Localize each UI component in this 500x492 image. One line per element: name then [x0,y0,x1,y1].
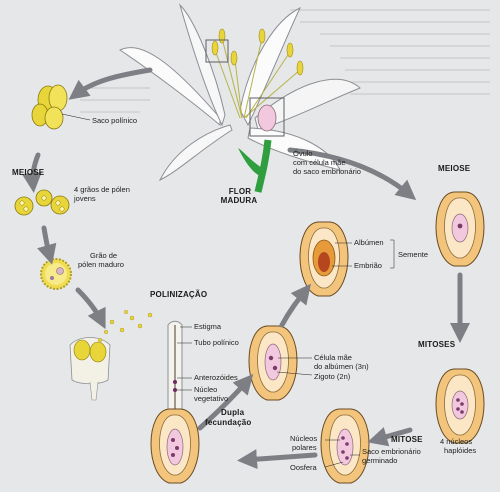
label-nucleo-vegetativo-1: Núcleo [194,385,218,394]
label-graos-jovens-1: 4 grãos de pólen [74,185,130,194]
heading-meiose-right: MEIOSE [438,164,471,173]
heading-polinizacao: POLINIZAÇÃO [150,290,208,299]
fertilized-ovule [248,325,298,401]
label-oosfera: Oosfera [290,463,317,472]
label-nucleos-polares-1: Núcleos [290,434,318,443]
label-grao-maduro-2: pólen maduro [78,260,124,269]
heading-dupla: Dupla [221,408,245,417]
heading-madura: MADURA [220,196,258,205]
label-celula-mae-1: Célula mãe [314,353,352,362]
label-nucleos-haploides-2: haplóides [444,446,477,455]
mature-pollen-grain [40,258,72,290]
heading-mitose: MITOSE [391,435,423,444]
label-saco-germinado-1: Saco embrionário [362,447,421,456]
label-saco-polinico: Saco polínico [92,116,138,125]
label-celula-mae-2: do albúmen (3n) [314,362,369,371]
pistil-pollen-tube [150,320,200,484]
label-grao-maduro-1: Grão de [90,251,118,260]
ovule-mitoses [435,368,485,444]
young-pollen-grains [14,189,70,216]
label-semente: Semente [398,250,429,259]
label-nucleo-vegetativo-2: vegetativo [194,394,229,403]
pollen-sac [31,84,91,130]
label-anterozoides: Anterozóides [194,373,238,382]
label-saco-germinado-2: germinado [362,456,398,465]
label-graos-jovens-2: jovens [74,194,96,203]
label-estigma: Estigma [194,322,222,331]
heading-flor: FLOR [228,187,252,196]
label-zigoto: Zigoto (2n) [314,372,351,381]
label-tubo-polinico: Tubo polínico [194,338,239,347]
label-nucleos-polares-2: polares [292,443,317,452]
label-ovulo-2: com célula mãe [293,158,346,167]
label-ovulo-1: Óvulo [293,149,313,158]
leader-lines [177,239,395,468]
label-albumen: Albúmen [354,238,384,247]
heading-mitoses: MITOSES [418,340,456,349]
seed-ovule [299,221,349,297]
heading-fecundacao: fecundação [205,418,252,427]
anther-pollination [69,310,153,401]
label-ovulo-3: do saco embrionário [293,167,361,176]
heading-meiose-left: MEIOSE [12,168,45,177]
ovule-mitose [320,408,370,484]
label-nucleos-haploides-1: 4 núcleos [440,437,473,446]
cycle-arrows [21,67,470,470]
ovule-meiosis [435,191,485,267]
label-embriao: Embrião [354,261,382,270]
